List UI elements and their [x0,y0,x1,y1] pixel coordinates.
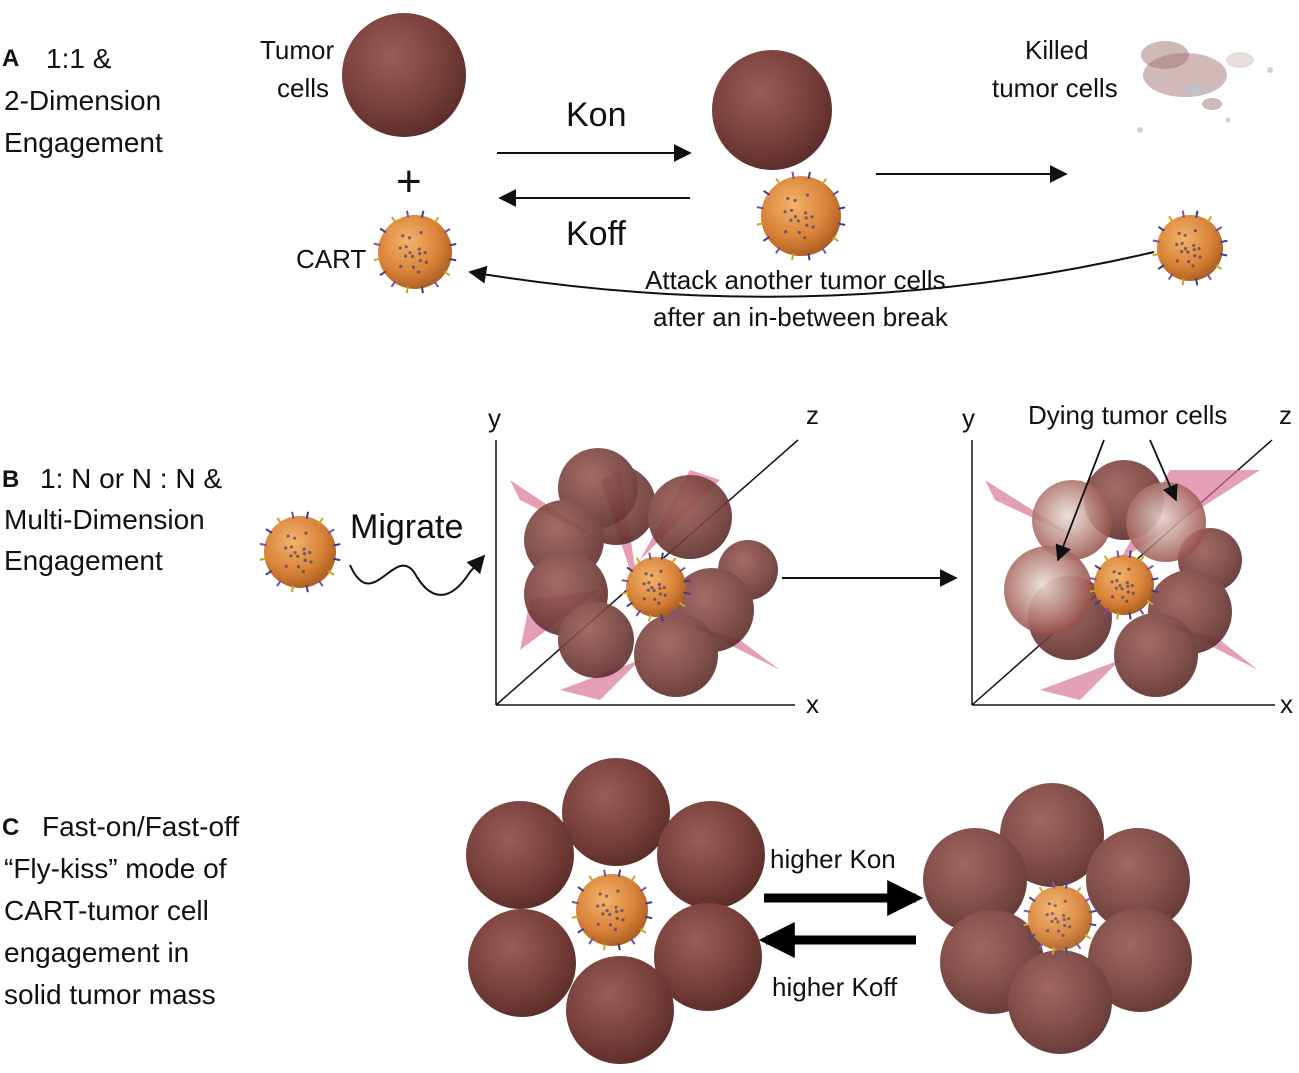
dying-cell-top-left [1032,480,1112,560]
car-receptor-spikes [1023,881,1097,955]
return-arrow [468,251,1155,298]
panel-b-title-line-2: Multi-Dimension [4,504,205,535]
panel-a-title-line-1: 1:1 & [46,43,112,74]
panel-b-title-line-1: 1: N or N : N & [40,463,222,494]
tumor-mass-after: y x z Dying tumor cells [962,400,1293,719]
panel-c-title-line-3: CART-tumor cell [4,895,209,926]
migrating-cart-cell [259,511,341,593]
higher-koff-label: higher Koff [772,972,898,1002]
migrate-label: Migrate [350,508,463,546]
panel-b-title-line-3: Engagement [4,545,163,576]
dying-cell-left [1004,546,1092,634]
killed-tumor-debris [1137,41,1273,133]
car-receptor-spikes [1089,550,1159,620]
panel-b: B 1: N or N : N & Multi-Dimension Engage… [2,400,1293,719]
panel-c: C Fast-on/Fast-off “Fly-kiss” mode of CA… [2,758,1192,1064]
dying-arrow-1 [1055,439,1105,562]
panel-a-title-line-2: 2-Dimension [4,85,161,116]
bound-complex [712,50,846,261]
free-tumor-cell [342,13,466,137]
panel-a-letter: A [2,45,19,72]
tumor-cells-label-line-1: Tumor [260,35,334,65]
panel-c-title-line-2: “Fly-kiss” mode of [4,853,227,884]
axis-z-label-left: z [806,400,819,430]
car-receptor-spikes [259,511,341,593]
panel-c-title-line-1: Fast-on/Fast-off [42,811,239,842]
cart-label: CART [296,244,366,274]
axis-z-label-right: z [1279,400,1292,430]
plus-sign: + [396,157,422,206]
released-cart-cell [1152,210,1228,286]
car-receptor-spikes [1152,210,1228,286]
panel-b-letter: B [2,466,19,493]
car-receptor-spikes [621,552,691,622]
migrate-wave-arrow [349,554,486,596]
loose-ring-cluster [466,758,765,1064]
kon-label: Kon [566,96,627,134]
axis-x-label-left: x [806,689,819,719]
car-receptor-spikes [756,171,846,261]
panel-a-title-line-3: Engagement [4,127,163,158]
dying-cells-label: Dying tumor cells [1028,400,1227,430]
axis-x-label-right: x [1280,689,1293,719]
tumor-mass-before: y x z [488,400,819,719]
koff-label: Koff [566,215,626,253]
attack-label-line-1: Attack another tumor cells [645,265,946,295]
killed-label-line-1: Killed [1025,35,1089,65]
attack-label-line-2: after an in-between break [653,302,949,332]
axis-y-label-right: y [962,403,975,433]
panel-c-title-line-4: engagement in [4,937,189,968]
car-receptor-spikes [373,210,457,294]
killed-label-line-2: tumor cells [992,73,1118,103]
panel-c-letter: C [2,814,19,841]
panel-c-title-line-5: solid tumor mass [4,979,216,1010]
panel-a: A 1:1 & 2-Dimension Engagement Tumor cel… [2,13,1273,332]
car-receptor-spikes [571,869,653,951]
dying-arrow-2 [1149,439,1178,502]
tumor-cells-label-line-2: cells [277,73,329,103]
tight-ring-cluster [923,783,1192,1054]
dying-cell-top-right [1126,482,1206,562]
axis-y-label-left: y [488,403,501,433]
higher-kon-label: higher Kon [770,844,896,874]
free-cart-cell [373,210,457,294]
